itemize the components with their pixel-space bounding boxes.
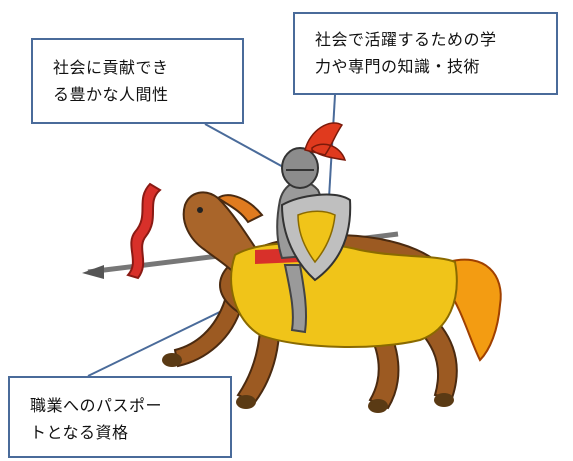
callout-qualification-line-1: 職業へのパスポー [30, 396, 163, 415]
callout-qualification-line-2: トとなる資格 [30, 423, 129, 442]
callout-humanity-line-2: る豊かな人間性 [53, 85, 169, 104]
callout-humanity-line-1: 社会に貢献でき [53, 58, 169, 77]
callout-qualification: 職業へのパスポー トとなる資格 [8, 376, 232, 458]
connector-line-left [204, 123, 286, 169]
ribbon-icon [126, 182, 162, 280]
helmet-icon [281, 147, 319, 189]
plume-icon [304, 122, 347, 161]
callout-knowledge: 社会で活躍するための学 力や専門の知識・技術 [293, 12, 558, 95]
callout-knowledge-line-2: 力や専門の知識・技術 [315, 57, 481, 76]
callout-humanity: 社会に貢献でき る豊かな人間性 [31, 38, 244, 124]
horse-tail-icon [447, 258, 502, 362]
callout-knowledge-line-1: 社会で活躍するための学 [315, 30, 497, 49]
